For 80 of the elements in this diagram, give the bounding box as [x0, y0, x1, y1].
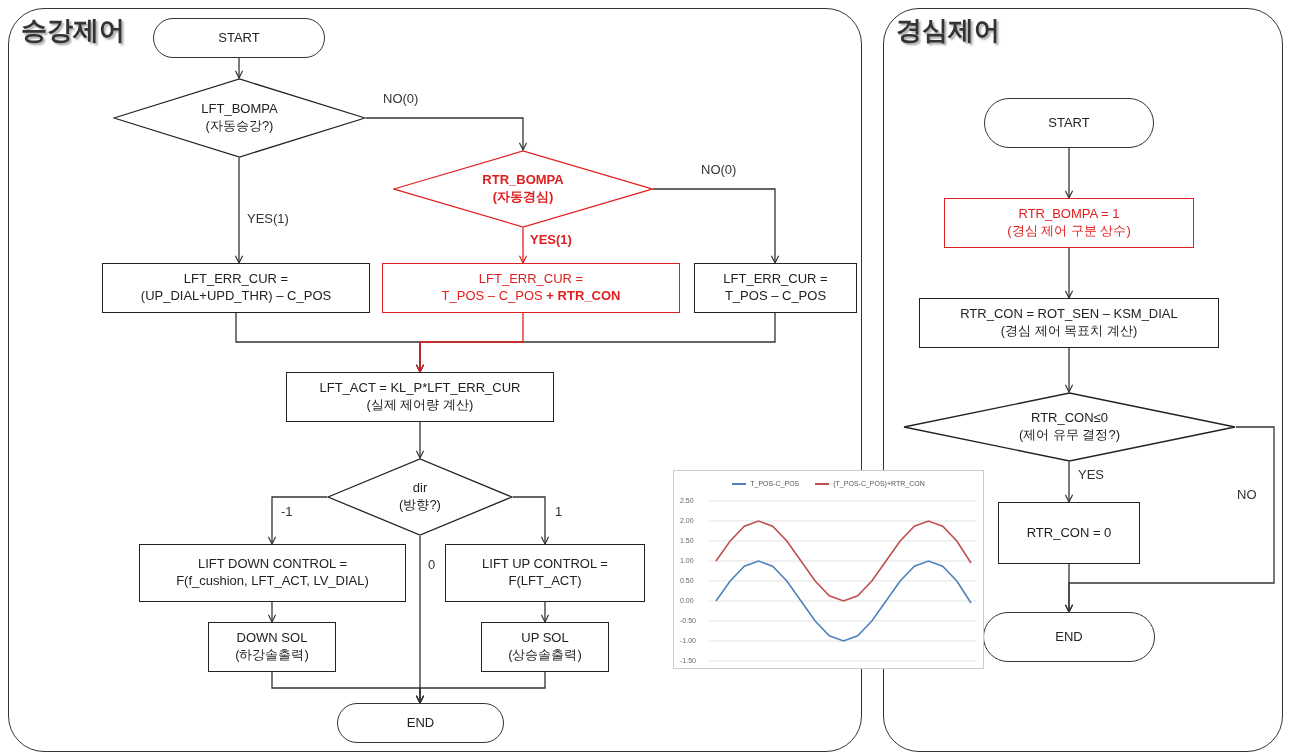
edge-label: NO — [1236, 488, 1258, 501]
decision-diamond — [327, 458, 513, 536]
arrow — [518, 227, 528, 264]
node-text: LIFT UP CONTROL = — [482, 556, 608, 573]
arrow — [1064, 247, 1074, 299]
node-text: (UP_DIAL+UPD_THR) – C_POS — [140, 288, 332, 305]
node-text: (상승솔출력) — [508, 647, 582, 664]
node-text: (하강솔출력) — [235, 647, 309, 664]
arrow — [1064, 563, 1074, 613]
decision-diamond — [113, 78, 366, 158]
process-box — [445, 544, 645, 602]
edge-label: NO(0) — [700, 163, 738, 176]
node-text: T_POS – C_POS + RTR_CON — [441, 288, 621, 305]
arrow — [415, 671, 546, 704]
arrow — [234, 157, 244, 264]
node-text: (자동경심) — [492, 189, 554, 206]
edge-label: YES(1) — [246, 212, 290, 225]
node-text: (경심 제어 목표치 계산) — [1000, 323, 1138, 340]
node-text: DOWN SOL — [236, 630, 308, 647]
arrow — [540, 601, 550, 623]
node-text: LFT_BOMPA — [201, 101, 278, 118]
edge-label: YES(1) — [529, 233, 573, 246]
panel-title: 승강제어 — [21, 17, 125, 43]
process-box — [998, 502, 1140, 564]
process-box — [208, 622, 336, 672]
arrow — [267, 601, 277, 623]
arrow — [415, 421, 425, 459]
decision-diamond — [903, 392, 1236, 462]
terminal-pill — [984, 98, 1154, 148]
panel-title: 경심제어 — [896, 17, 1000, 43]
process-box — [919, 298, 1219, 348]
node-text: (방향?) — [399, 497, 441, 514]
terminal-pill — [983, 612, 1155, 662]
arrow — [1064, 147, 1074, 199]
node-text: LFT_ERR_CUR = — [183, 271, 289, 288]
arrow — [415, 312, 524, 373]
arrow — [234, 57, 244, 79]
terminal-pill — [153, 18, 325, 58]
node-text: T_POS – C_POS — [724, 288, 827, 305]
node-text: RTR_CON≤0 — [1031, 410, 1108, 427]
arrow — [267, 496, 328, 545]
decision-diamond — [393, 150, 653, 228]
terminal-pill — [337, 703, 504, 743]
node-text: (제어 유무 결정?) — [1018, 427, 1121, 444]
edge-label: NO(0) — [382, 92, 420, 105]
node-text: F(f_cushion, LFT_ACT, LV_DIAL) — [176, 573, 369, 590]
node-text: (경심 제어 구분 상수) — [1007, 223, 1131, 240]
edge-label: 0 — [427, 558, 437, 571]
node-text: LFT_ERR_CUR = — [478, 271, 584, 288]
node-text: (자동승강?) — [205, 118, 274, 135]
node-text: RTR_BOMPA = 1 — [1018, 206, 1120, 223]
node-text: RTR_BOMPA — [482, 172, 564, 189]
arrow — [652, 188, 780, 264]
node-text: RTR_CON = ROT_SEN – KSM_DIAL — [960, 306, 1178, 323]
process-box — [139, 544, 406, 602]
edge-label: YES — [1077, 468, 1105, 481]
node-text: RTR_CON = 0 — [1026, 524, 1112, 542]
edge-label: -1 — [280, 505, 294, 518]
process-box — [382, 263, 680, 313]
process-box — [286, 372, 554, 422]
node-text: END — [406, 714, 435, 732]
node-text: F(LFT_ACT) — [508, 573, 582, 590]
node-text: START — [218, 29, 260, 47]
node-text: (실제 제어량 계산) — [366, 397, 474, 414]
process-box — [944, 198, 1194, 248]
arrow — [512, 496, 550, 545]
node-text: dir — [412, 480, 428, 497]
node-text: LIFT DOWN CONTROL = — [197, 556, 348, 573]
node-text: UP SOL — [521, 630, 569, 647]
node-text: LFT_ERR_CUR = — [723, 271, 828, 288]
edge-label: 1 — [554, 505, 564, 518]
arrow — [365, 117, 528, 151]
node-text: START — [1048, 114, 1090, 132]
arrow — [1064, 347, 1074, 393]
process-box — [102, 263, 370, 313]
arrow — [1064, 461, 1074, 503]
node-text: END — [1055, 628, 1083, 646]
process-box — [694, 263, 857, 313]
process-box — [481, 622, 609, 672]
node-text: LFT_ACT = KL_P*LFT_ERR_CUR — [319, 380, 521, 397]
